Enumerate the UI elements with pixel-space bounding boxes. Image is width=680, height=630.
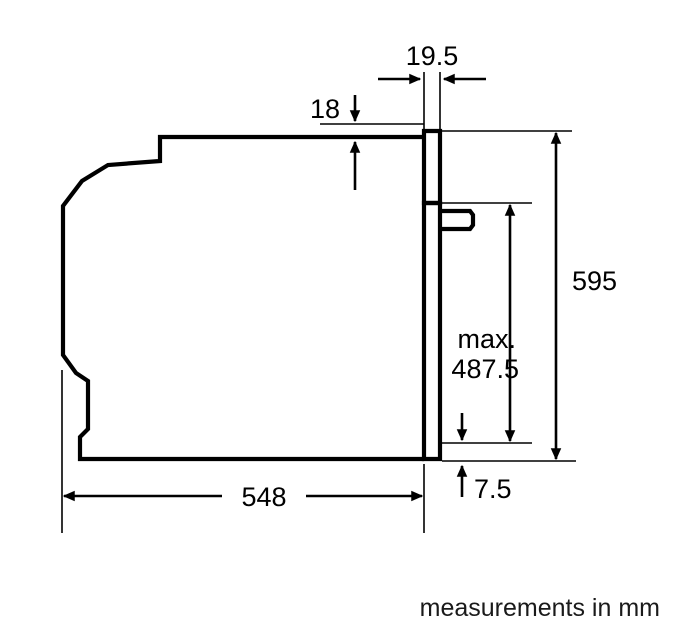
oven-body-outline: [60, 134, 424, 462]
dimension-19-5-label: 19.5: [406, 41, 459, 71]
oven-door-handle: [440, 208, 476, 232]
oven-front-panel: [421, 128, 443, 462]
dimension-18-label: 18: [310, 94, 340, 124]
extension-lines: [61, 72, 576, 533]
dimension-548-label: 548: [241, 482, 286, 512]
dimension-7-5: 7.5: [456, 413, 512, 504]
units-caption: measurements in mm: [420, 594, 660, 622]
dimension-595-label: 595: [572, 266, 617, 296]
dimension-19-5: 19.5: [378, 41, 486, 85]
dimension-7-5-label: 7.5: [474, 474, 512, 504]
dimension-18: 18: [310, 94, 361, 190]
dimension-595: 595: [550, 131, 617, 461]
dimension-max-487-5-label-line1: max.: [457, 324, 516, 354]
dimension-max-487-5-label-line2: 487.5: [451, 354, 519, 384]
dimension-max-487-5: max. 487.5: [451, 203, 519, 443]
dimension-548: 548: [62, 482, 424, 512]
